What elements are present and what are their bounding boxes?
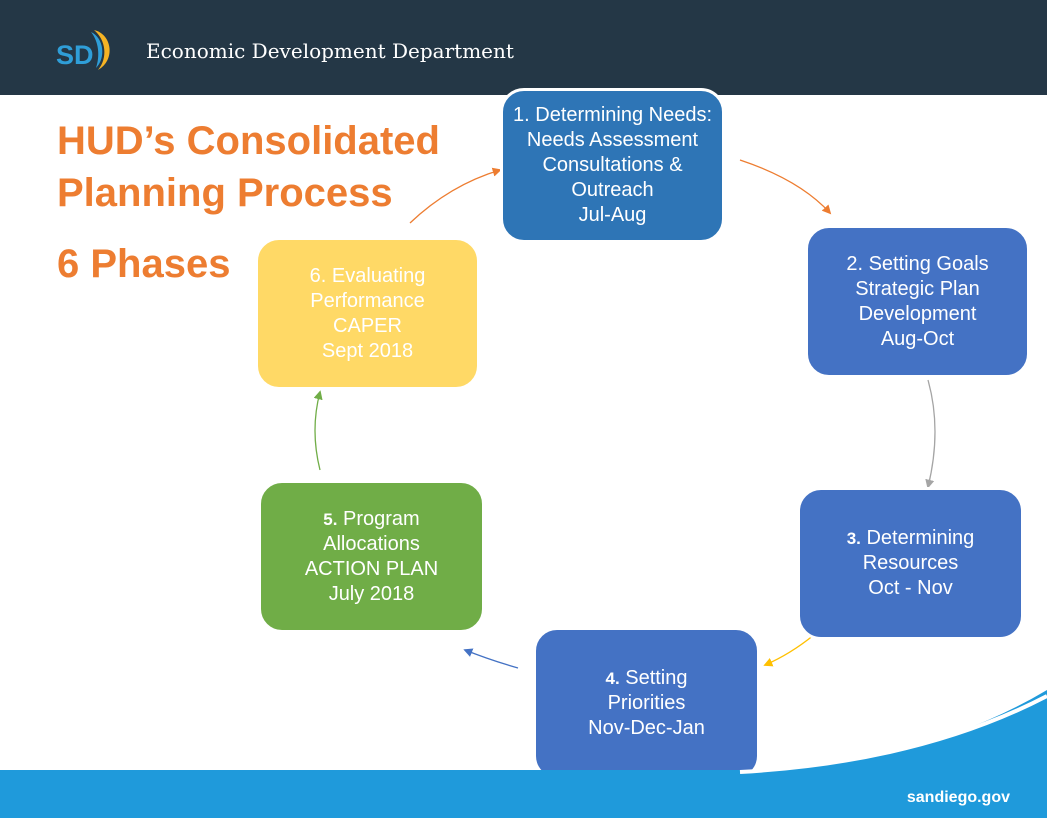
phase-5-line: ACTION PLAN (304, 557, 439, 580)
slide-title: HUD’s Consolidated Planning Process (57, 119, 440, 215)
phase-6-box: 6. Evaluating Performance CAPER Sept 201… (255, 237, 480, 390)
sd-logo-icon: SD (56, 30, 110, 70)
phase-2-box: 2. Setting Goals Strategic Plan Developm… (805, 225, 1030, 378)
phase-5-line: July 2018 (328, 582, 415, 605)
arrow-6-to-1 (409, 167, 502, 224)
phase-2-heading: 2. Setting Goals (846, 252, 989, 275)
phase-4-heading: 4. Setting (605, 667, 688, 689)
phase-6-line: Sept 2018 (321, 339, 414, 362)
header-bar: SD Economic Development Department (0, 0, 1047, 95)
phase-1-line: Jul-Aug (578, 204, 647, 226)
phase-2-line: Strategic Plan (855, 277, 980, 300)
phase-3-box: 3. Determining Resources Oct - Nov (797, 487, 1024, 640)
phase-3-line: Oct - Nov (868, 577, 953, 599)
phase-1-line: Needs Assessment (526, 129, 699, 151)
footer-wave (0, 690, 1047, 818)
phase-1-line: Outreach (571, 179, 654, 201)
phase-3-heading: 3. Determining (846, 527, 975, 549)
phase-5-heading: 5. Program (323, 507, 420, 530)
phase-1-line: Consultations & (542, 154, 683, 176)
site-url: sandiego.gov (906, 789, 1010, 806)
phase-1-heading: 1. Determining Needs: (513, 104, 712, 126)
phase-5-box: 5. Program Allocations ACTION PLAN July … (258, 480, 485, 633)
phase-1-box: 1. Determining Needs: Needs Assessment C… (500, 88, 725, 243)
phase-2-line: Aug-Oct (880, 327, 955, 350)
arrow-1-to-2 (739, 159, 832, 215)
arrow-4-to-5 (463, 648, 519, 669)
slide-subtitle: 6 Phases (57, 242, 231, 286)
phase-4-box: 4. Setting Priorities Nov-Dec-Jan (533, 627, 760, 780)
svg-text:SD: SD (56, 40, 94, 70)
phase-6-heading: 6. Evaluating (309, 264, 426, 287)
phase-6-line: CAPER (333, 314, 402, 337)
phase-5-line: Allocations (323, 532, 420, 555)
arrow-5-to-6 (313, 390, 323, 471)
arrow-2-to-3 (925, 379, 936, 489)
department-name: Economic Development Department (146, 39, 514, 63)
phase-4-line: Nov-Dec-Jan (588, 717, 705, 739)
phase-3-line: Resources (862, 552, 959, 574)
phase-2-line: Development (858, 302, 977, 325)
phase-6-line: Performance (310, 289, 425, 312)
phase-4-line: Priorities (607, 692, 686, 714)
